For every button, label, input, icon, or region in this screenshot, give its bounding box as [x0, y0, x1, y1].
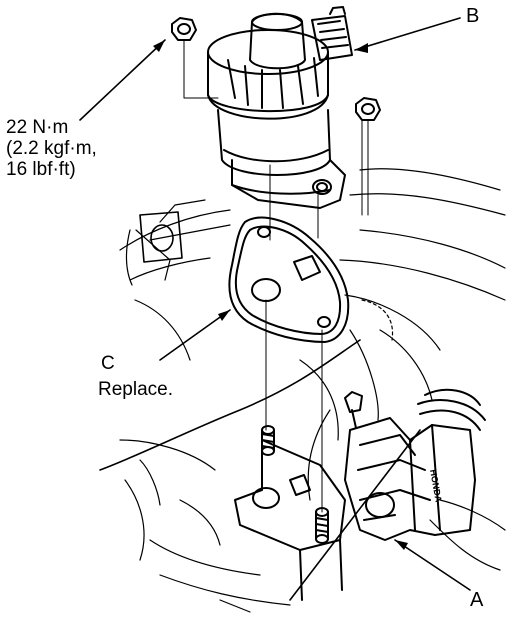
torque-spec-label: 22 N·m (2.2 kgf·m, 16 lbf·ft) — [6, 117, 97, 180]
torque-line-2: (2.2 kgf·m, — [6, 138, 97, 159]
connector-honda-mark: HONDA — [428, 469, 444, 504]
engine-background — [99, 168, 506, 613]
callout-a: A — [470, 589, 484, 611]
egr-connector-a — [344, 388, 486, 541]
torque-line-1: 22 N·m — [6, 117, 69, 138]
leader-arrowheads — [153, 40, 408, 550]
callout-c: C — [101, 353, 115, 374]
gasket — [228, 216, 350, 343]
mounting-nut-right — [355, 97, 381, 121]
callout-c-note: Replace. — [98, 379, 173, 400]
engine-block-detail — [139, 211, 183, 263]
alignment-lines — [183, 39, 369, 513]
leader-lines — [79, 17, 471, 601]
torque-line-3: 16 lbf·ft) — [6, 159, 76, 180]
egr-mounting-base — [234, 425, 346, 601]
callout-b: B — [466, 5, 480, 27]
egr-valve — [207, 6, 353, 209]
mounting-nut-left — [171, 17, 197, 41]
